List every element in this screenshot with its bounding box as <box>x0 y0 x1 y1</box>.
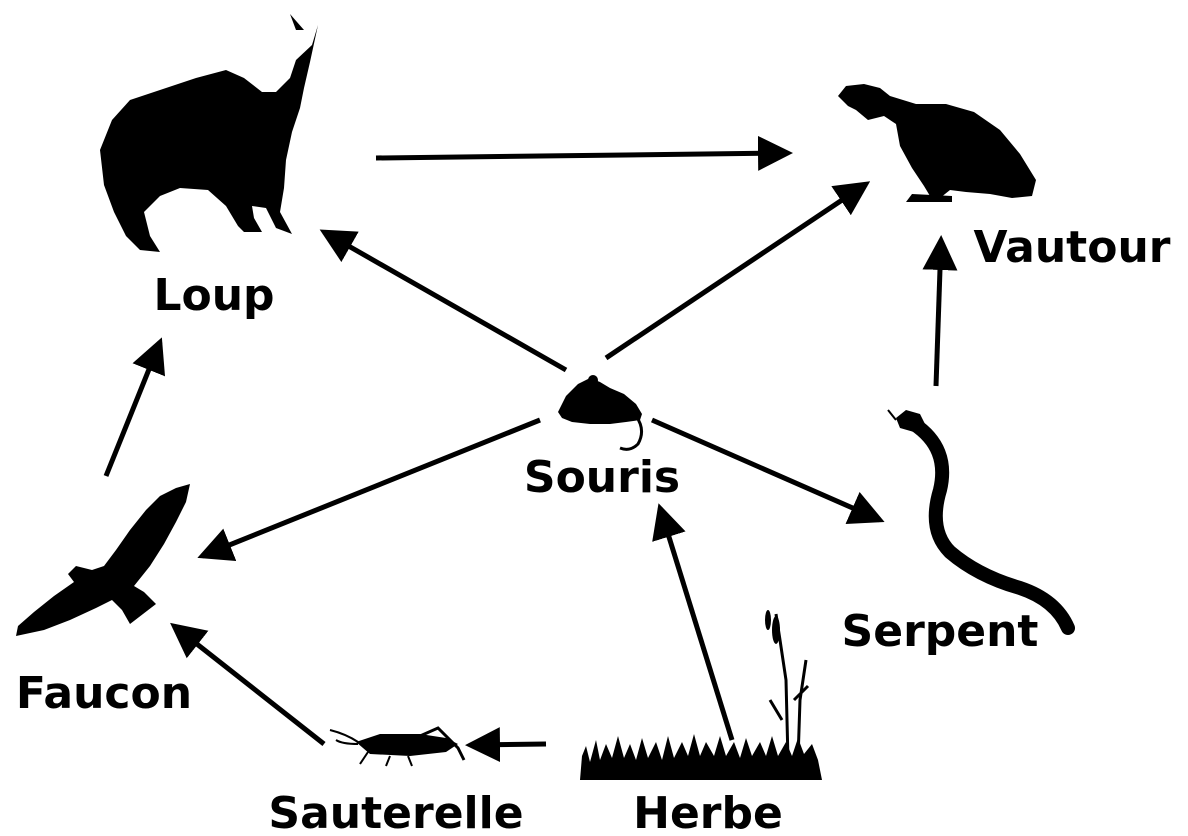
arrow-faucon-to-loup <box>106 342 160 476</box>
label-souris: Souris <box>524 452 680 503</box>
mouse-icon <box>558 375 642 449</box>
label-vautour: Vautour <box>974 222 1171 273</box>
label-serpent: Serpent <box>842 606 1039 657</box>
vulture-icon <box>838 84 1036 202</box>
label-sauterelle: Sauterelle <box>268 788 523 836</box>
hawk-icon <box>16 484 190 636</box>
arrow-souris-to-faucon <box>202 420 540 556</box>
arrow-serpent-to-vautour <box>936 240 941 386</box>
arrows-group <box>106 153 941 745</box>
arrow-souris-to-loup <box>324 232 566 370</box>
arrow-souris-to-serpent <box>652 420 880 520</box>
arrow-souris-to-vautour <box>606 184 866 358</box>
wolf-icon <box>100 14 318 252</box>
snake-icon <box>888 410 1068 628</box>
arrow-sauterelle-to-faucon <box>174 626 324 744</box>
arrow-herbe-to-sauterelle <box>470 744 546 745</box>
label-herbe: Herbe <box>633 788 783 836</box>
arrow-herbe-to-souris <box>660 508 732 740</box>
label-loup: Loup <box>153 270 274 321</box>
label-faucon: Faucon <box>16 668 192 719</box>
arrow-loup-to-vautour <box>376 153 788 158</box>
grasshopper-icon <box>330 728 464 766</box>
